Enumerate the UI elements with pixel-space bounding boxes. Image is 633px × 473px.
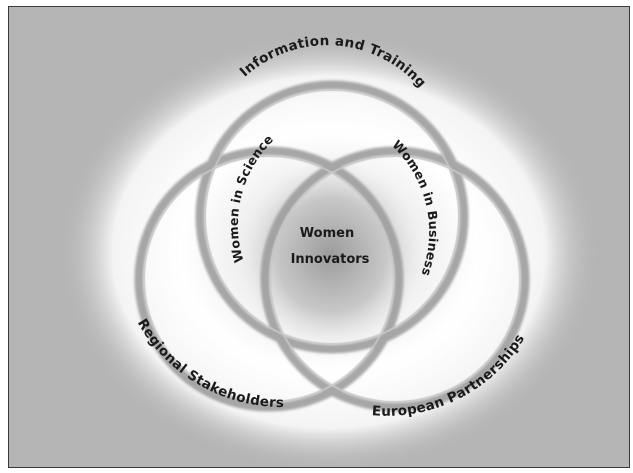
ring-highlight-left: [143, 155, 395, 403]
ring-information-training: [195, 80, 469, 354]
center-label-line2: Innovators: [291, 252, 370, 267]
ring-highlight-right: [269, 155, 521, 403]
ring-european-partnerships: [260, 146, 530, 412]
center-label-line1: Women: [300, 226, 354, 241]
women-innovators-diagram: Information and Training Regional Stakeh…: [59, 32, 599, 467]
diagram-frame: Information and Training Regional Stakeh…: [8, 6, 630, 468]
ring-regional-stakeholders: [134, 146, 404, 412]
ring-highlight-top: [204, 89, 460, 345]
